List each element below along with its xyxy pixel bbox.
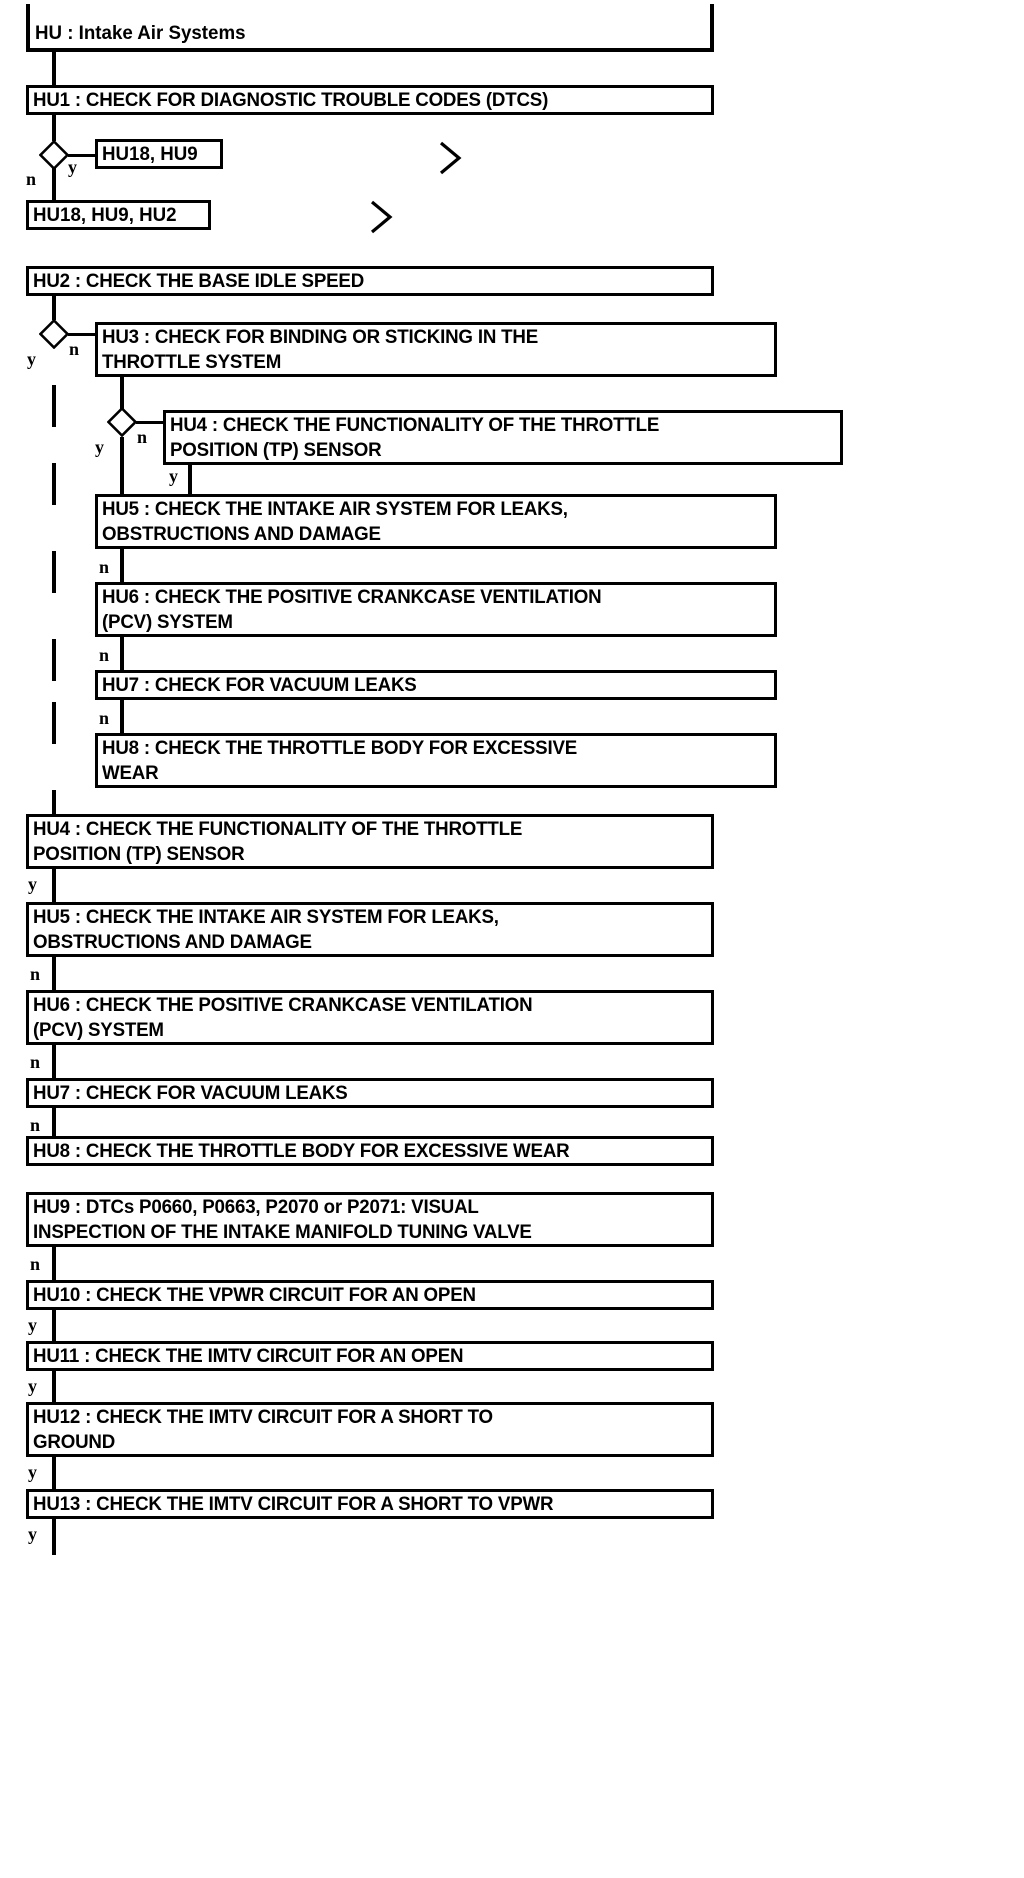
node-HU3-label: HU3 : CHECK FOR BINDING OR STICKING IN T… [102, 325, 539, 373]
edge-HU7b-to-HU8b [52, 1108, 56, 1141]
title-cap-left [26, 4, 30, 26]
edge-HU4b-to-HU5b [52, 869, 56, 902]
node-HU11: HU11 : CHECK THE IMTV CIRCUIT FOR AN OPE… [26, 1341, 714, 1371]
node-HU12-label: HU12 : CHECK THE IMTV CIRCUIT FOR A SHOR… [33, 1405, 493, 1453]
node-HU-label: HU : Intake Air Systems [35, 22, 246, 44]
edge-label-decision3-n: n [137, 427, 148, 447]
edge-HU6a-to-HU7a [120, 637, 124, 670]
edge-label-decision1-y: y [68, 157, 77, 177]
node-HU7-main: HU7 : CHECK FOR VACUUM LEAKS [26, 1078, 714, 1108]
title-cap-right [710, 4, 714, 26]
edge-label-HU7b-n: n [30, 1115, 41, 1135]
node-ref-HU18-HU9: HU18, HU9 [95, 139, 223, 169]
node-HU9-label: HU9 : DTCs P0660, P0663, P2070 or P2071:… [33, 1195, 532, 1243]
edge-HU2-to-decision2 [52, 296, 56, 320]
node-ref-HU18-HU9-HU2: HU18, HU9, HU2 [26, 200, 211, 230]
node-HU6-main: HU6 : CHECK THE POSITIVE CRANKCASE VENTI… [26, 990, 714, 1045]
edge-label-HU4b-y: y [28, 874, 37, 894]
node-HU6-nested-label: HU6 : CHECK THE POSITIVE CRANKCASE VENTI… [102, 585, 602, 633]
edge-label-HU6a-n: n [99, 645, 110, 665]
edge-HU4a-to-HU5a [188, 465, 192, 494]
chevron-marker-1 [437, 140, 465, 176]
edge-label-HU9-n: n [30, 1254, 41, 1274]
chevron-marker-2 [368, 199, 396, 235]
node-HU13-label: HU13 : CHECK THE IMTV CIRCUIT FOR A SHOR… [33, 1492, 554, 1515]
node-HU8-main-label: HU8 : CHECK THE THROTTLE BODY FOR EXCESS… [33, 1139, 570, 1162]
edge-HU3-to-decision3 [120, 377, 124, 409]
edge-label-HU6b-n: n [30, 1052, 41, 1072]
node-HU5-nested: HU5 : CHECK THE INTAKE AIR SYSTEM FOR LE… [95, 494, 777, 549]
edge-label-HU7a-n: n [99, 708, 110, 728]
edge-HU7a-to-HU8a [120, 700, 124, 733]
edge-label-decision2-n: n [69, 339, 80, 359]
edge-branch-rejoin-to-HU4b [52, 790, 56, 821]
gutter-stub-5 [52, 702, 56, 744]
edge-label-decision1-n: n [26, 169, 37, 189]
node-HU4-main-label: HU4 : CHECK THE FUNCTIONALITY OF THE THR… [33, 817, 523, 865]
edge-HU11-to-HU12 [52, 1371, 56, 1404]
edge-HU10-to-HU11 [52, 1310, 56, 1343]
edge-label-HU5a-n: n [99, 557, 110, 577]
edge-decision1-to-ref1 [68, 154, 97, 157]
node-HU8-nested: HU8 : CHECK THE THROTTLE BODY FOR EXCESS… [95, 733, 777, 788]
node-HU6-main-label: HU6 : CHECK THE POSITIVE CRANKCASE VENTI… [33, 993, 533, 1041]
node-HU13: HU13 : CHECK THE IMTV CIRCUIT FOR A SHOR… [26, 1489, 714, 1519]
edge-decision3-to-HU4a [136, 421, 165, 424]
node-HU-title: HU : Intake Air Systems [26, 4, 714, 52]
gutter-stub-2 [52, 463, 56, 505]
gutter-stub-4 [52, 639, 56, 681]
node-HU5-main: HU5 : CHECK THE INTAKE AIR SYSTEM FOR LE… [26, 902, 714, 957]
decision-node-2 [39, 319, 69, 349]
gutter-stub-1 [52, 385, 56, 427]
node-HU8-nested-label: HU8 : CHECK THE THROTTLE BODY FOR EXCESS… [102, 736, 578, 784]
edge-label-HU11-y: y [28, 1376, 37, 1396]
node-ref1-label: HU18, HU9 [102, 143, 198, 165]
node-HU10-label: HU10 : CHECK THE VPWR CIRCUIT FOR AN OPE… [33, 1283, 476, 1306]
edge-HU1-to-decision1 [52, 115, 56, 141]
edge-label-HU4a-y: y [169, 466, 178, 486]
edge-HU5b-to-HU6b [52, 957, 56, 990]
node-HU2-label: HU2 : CHECK THE BASE IDLE SPEED [33, 269, 365, 292]
node-HU10: HU10 : CHECK THE VPWR CIRCUIT FOR AN OPE… [26, 1280, 714, 1310]
node-HU5-main-label: HU5 : CHECK THE INTAKE AIR SYSTEM FOR LE… [33, 905, 499, 953]
edge-HU6b-to-HU7b [52, 1045, 56, 1078]
edge-label-HU13-y: y [28, 1524, 37, 1544]
gutter-stub-3 [52, 551, 56, 593]
edge-label-decision3-y: y [95, 437, 104, 457]
edge-label-HU12-y: y [28, 1462, 37, 1482]
node-ref2-label: HU18, HU9, HU2 [33, 204, 177, 226]
edge-HU-to-HU1 [52, 52, 56, 85]
decision-node-3 [107, 407, 137, 437]
node-HU1-label: HU1 : CHECK FOR DIAGNOSTIC TROUBLE CODES… [33, 88, 549, 111]
edge-decision2-to-HU3 [68, 333, 97, 336]
node-HU12: HU12 : CHECK THE IMTV CIRCUIT FOR A SHOR… [26, 1402, 714, 1457]
edge-label-HU5b-n: n [30, 964, 41, 984]
node-HU4-main: HU4 : CHECK THE FUNCTIONALITY OF THE THR… [26, 814, 714, 869]
edge-label-HU10-y: y [28, 1315, 37, 1335]
edge-HU13-continues [52, 1519, 56, 1555]
edge-HU9-to-HU10 [52, 1247, 56, 1280]
edge-HU5a-to-HU6a [120, 549, 124, 582]
node-HU2: HU2 : CHECK THE BASE IDLE SPEED [26, 266, 714, 296]
node-HU11-label: HU11 : CHECK THE IMTV CIRCUIT FOR AN OPE… [33, 1344, 464, 1367]
node-HU7-main-label: HU7 : CHECK FOR VACUUM LEAKS [33, 1081, 348, 1104]
decision-node-1 [39, 140, 69, 170]
node-HU8-main: HU8 : CHECK THE THROTTLE BODY FOR EXCESS… [26, 1136, 714, 1166]
node-HU4-nested-label: HU4 : CHECK THE FUNCTIONALITY OF THE THR… [170, 413, 660, 461]
edge-HU12-to-HU13 [52, 1457, 56, 1490]
node-HU4-nested: HU4 : CHECK THE FUNCTIONALITY OF THE THR… [163, 410, 843, 465]
node-HU9: HU9 : DTCs P0660, P0663, P2070 or P2071:… [26, 1192, 714, 1247]
edge-decision1-to-ref2 [52, 168, 56, 201]
node-HU7-nested-label: HU7 : CHECK FOR VACUUM LEAKS [102, 673, 417, 696]
node-HU3: HU3 : CHECK FOR BINDING OR STICKING IN T… [95, 322, 777, 377]
edge-decision3-y-down [120, 437, 124, 495]
node-HU1: HU1 : CHECK FOR DIAGNOSTIC TROUBLE CODES… [26, 85, 714, 115]
edge-label-decision2-y: y [27, 349, 36, 369]
node-HU5-nested-label: HU5 : CHECK THE INTAKE AIR SYSTEM FOR LE… [102, 497, 568, 545]
node-HU7-nested: HU7 : CHECK FOR VACUUM LEAKS [95, 670, 777, 700]
node-HU6-nested: HU6 : CHECK THE POSITIVE CRANKCASE VENTI… [95, 582, 777, 637]
